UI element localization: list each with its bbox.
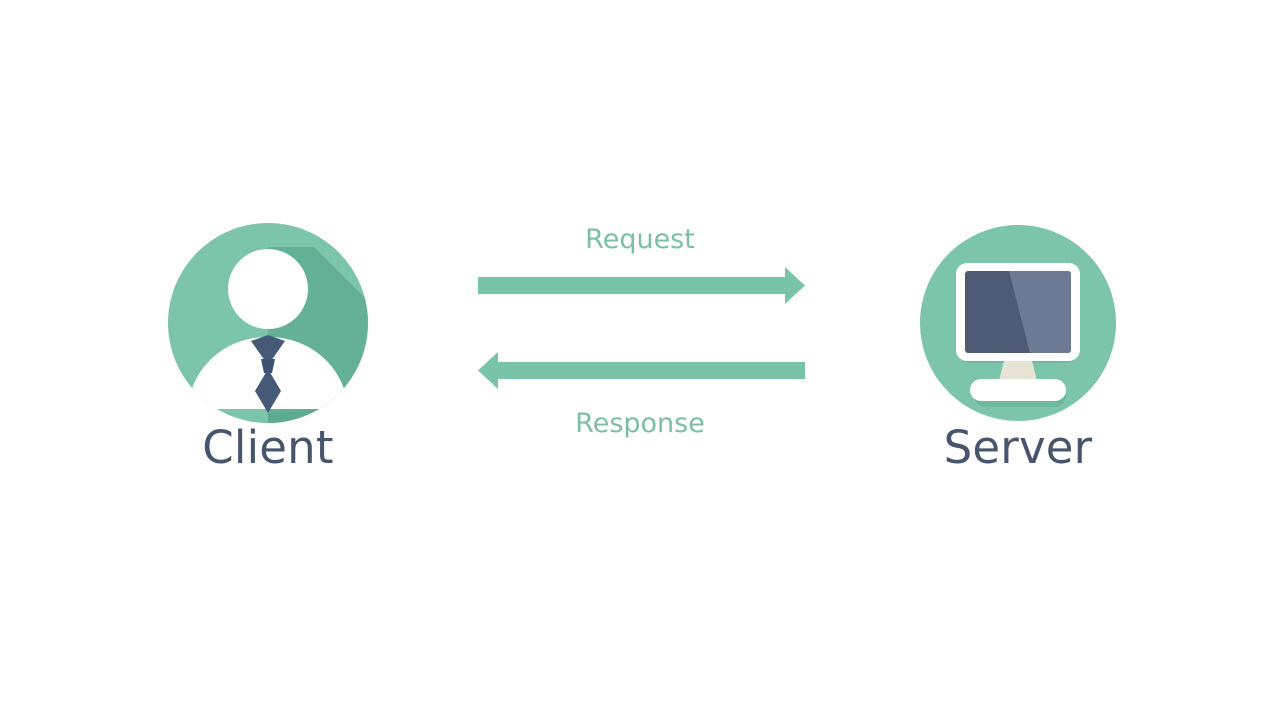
response-arrow-head [478, 352, 498, 389]
client-label: Client [202, 421, 334, 474]
client-tie-blade [255, 369, 281, 413]
request-label: Request [585, 224, 695, 255]
user-avatar-icon [168, 223, 368, 423]
response-arrow[interactable] [478, 352, 805, 389]
request-arrow-head [785, 267, 805, 304]
client-node[interactable]: Client [118, 213, 418, 470]
desktop-monitor-icon [920, 225, 1116, 421]
flow-group: Request Response [440, 210, 840, 450]
monitor-base [970, 379, 1066, 401]
client-tie-knot [261, 359, 275, 373]
monitor-screen-highlight [1009, 271, 1071, 353]
server-label: Server [943, 421, 1093, 474]
response-label: Response [575, 408, 705, 439]
arrows-group [478, 267, 805, 389]
client-head [228, 249, 308, 329]
server-node[interactable]: Server [868, 213, 1168, 470]
request-arrow[interactable] [478, 267, 805, 304]
response-arrow-shaft [498, 362, 805, 379]
request-arrow-shaft [478, 277, 785, 294]
client-collar [251, 335, 285, 365]
